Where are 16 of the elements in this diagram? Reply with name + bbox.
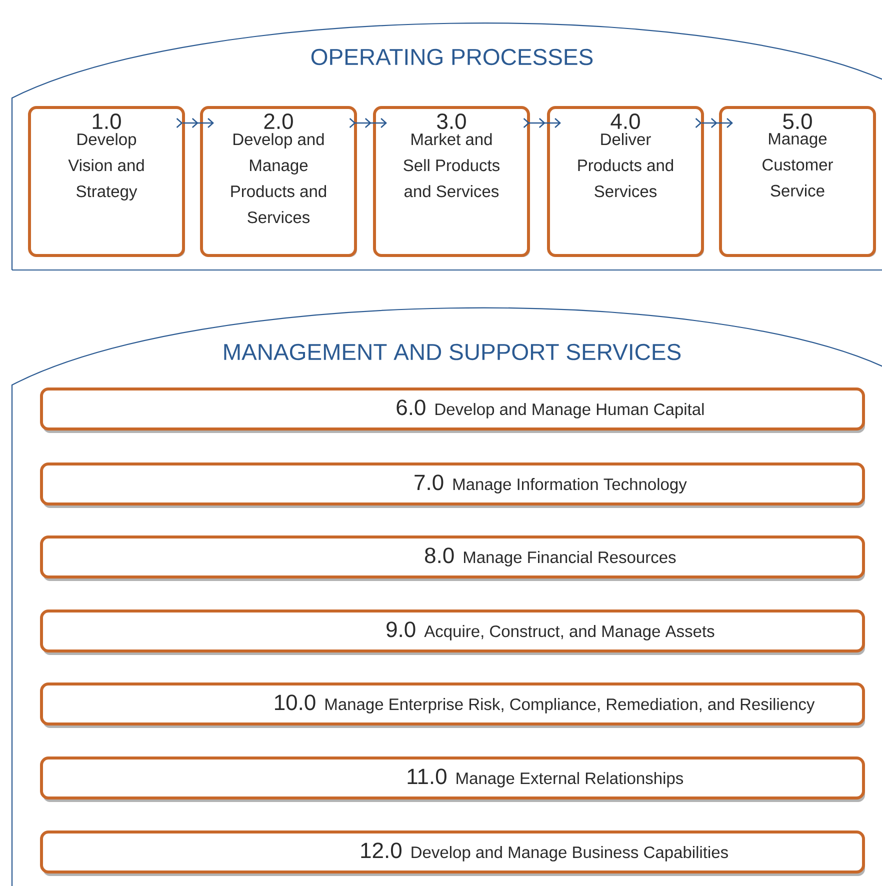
- process-box: 1.0 Develop Vision and Strategy: [28, 106, 185, 257]
- process-box: 5.0 Manage Customer Service: [719, 106, 876, 257]
- chevron-arrow: [176, 118, 214, 128]
- process-bar: 11.0 Manage External Relationships: [40, 756, 865, 802]
- chevron-arrow: [349, 118, 387, 128]
- chevron-arrow: [523, 118, 561, 128]
- process-box: 2.0 Develop and Manage Products and Services: [200, 106, 357, 257]
- process-bar: 12.0 Develop and Manage Business Capabilities: [40, 830, 865, 876]
- process-bar: 6.0 Develop and Manage Human Capital: [40, 388, 865, 433]
- process-box: 3.0 Market and Sell Products and Services: [373, 106, 530, 257]
- process-bar: 8.0 Manage Financial Resources: [40, 536, 865, 581]
- process-bar: 9.0 Acquire, Construct, and Manage Assets: [40, 610, 865, 655]
- process-box: 4.0 Deliver Products and Services: [547, 106, 704, 257]
- process-bar: 10.0 Manage Enterprise Risk, Compliance, Remediation, and Resiliency: [40, 682, 865, 728]
- chevron-arrow: [695, 118, 733, 128]
- process-bar: 7.0 Manage Information Technology: [40, 462, 865, 508]
